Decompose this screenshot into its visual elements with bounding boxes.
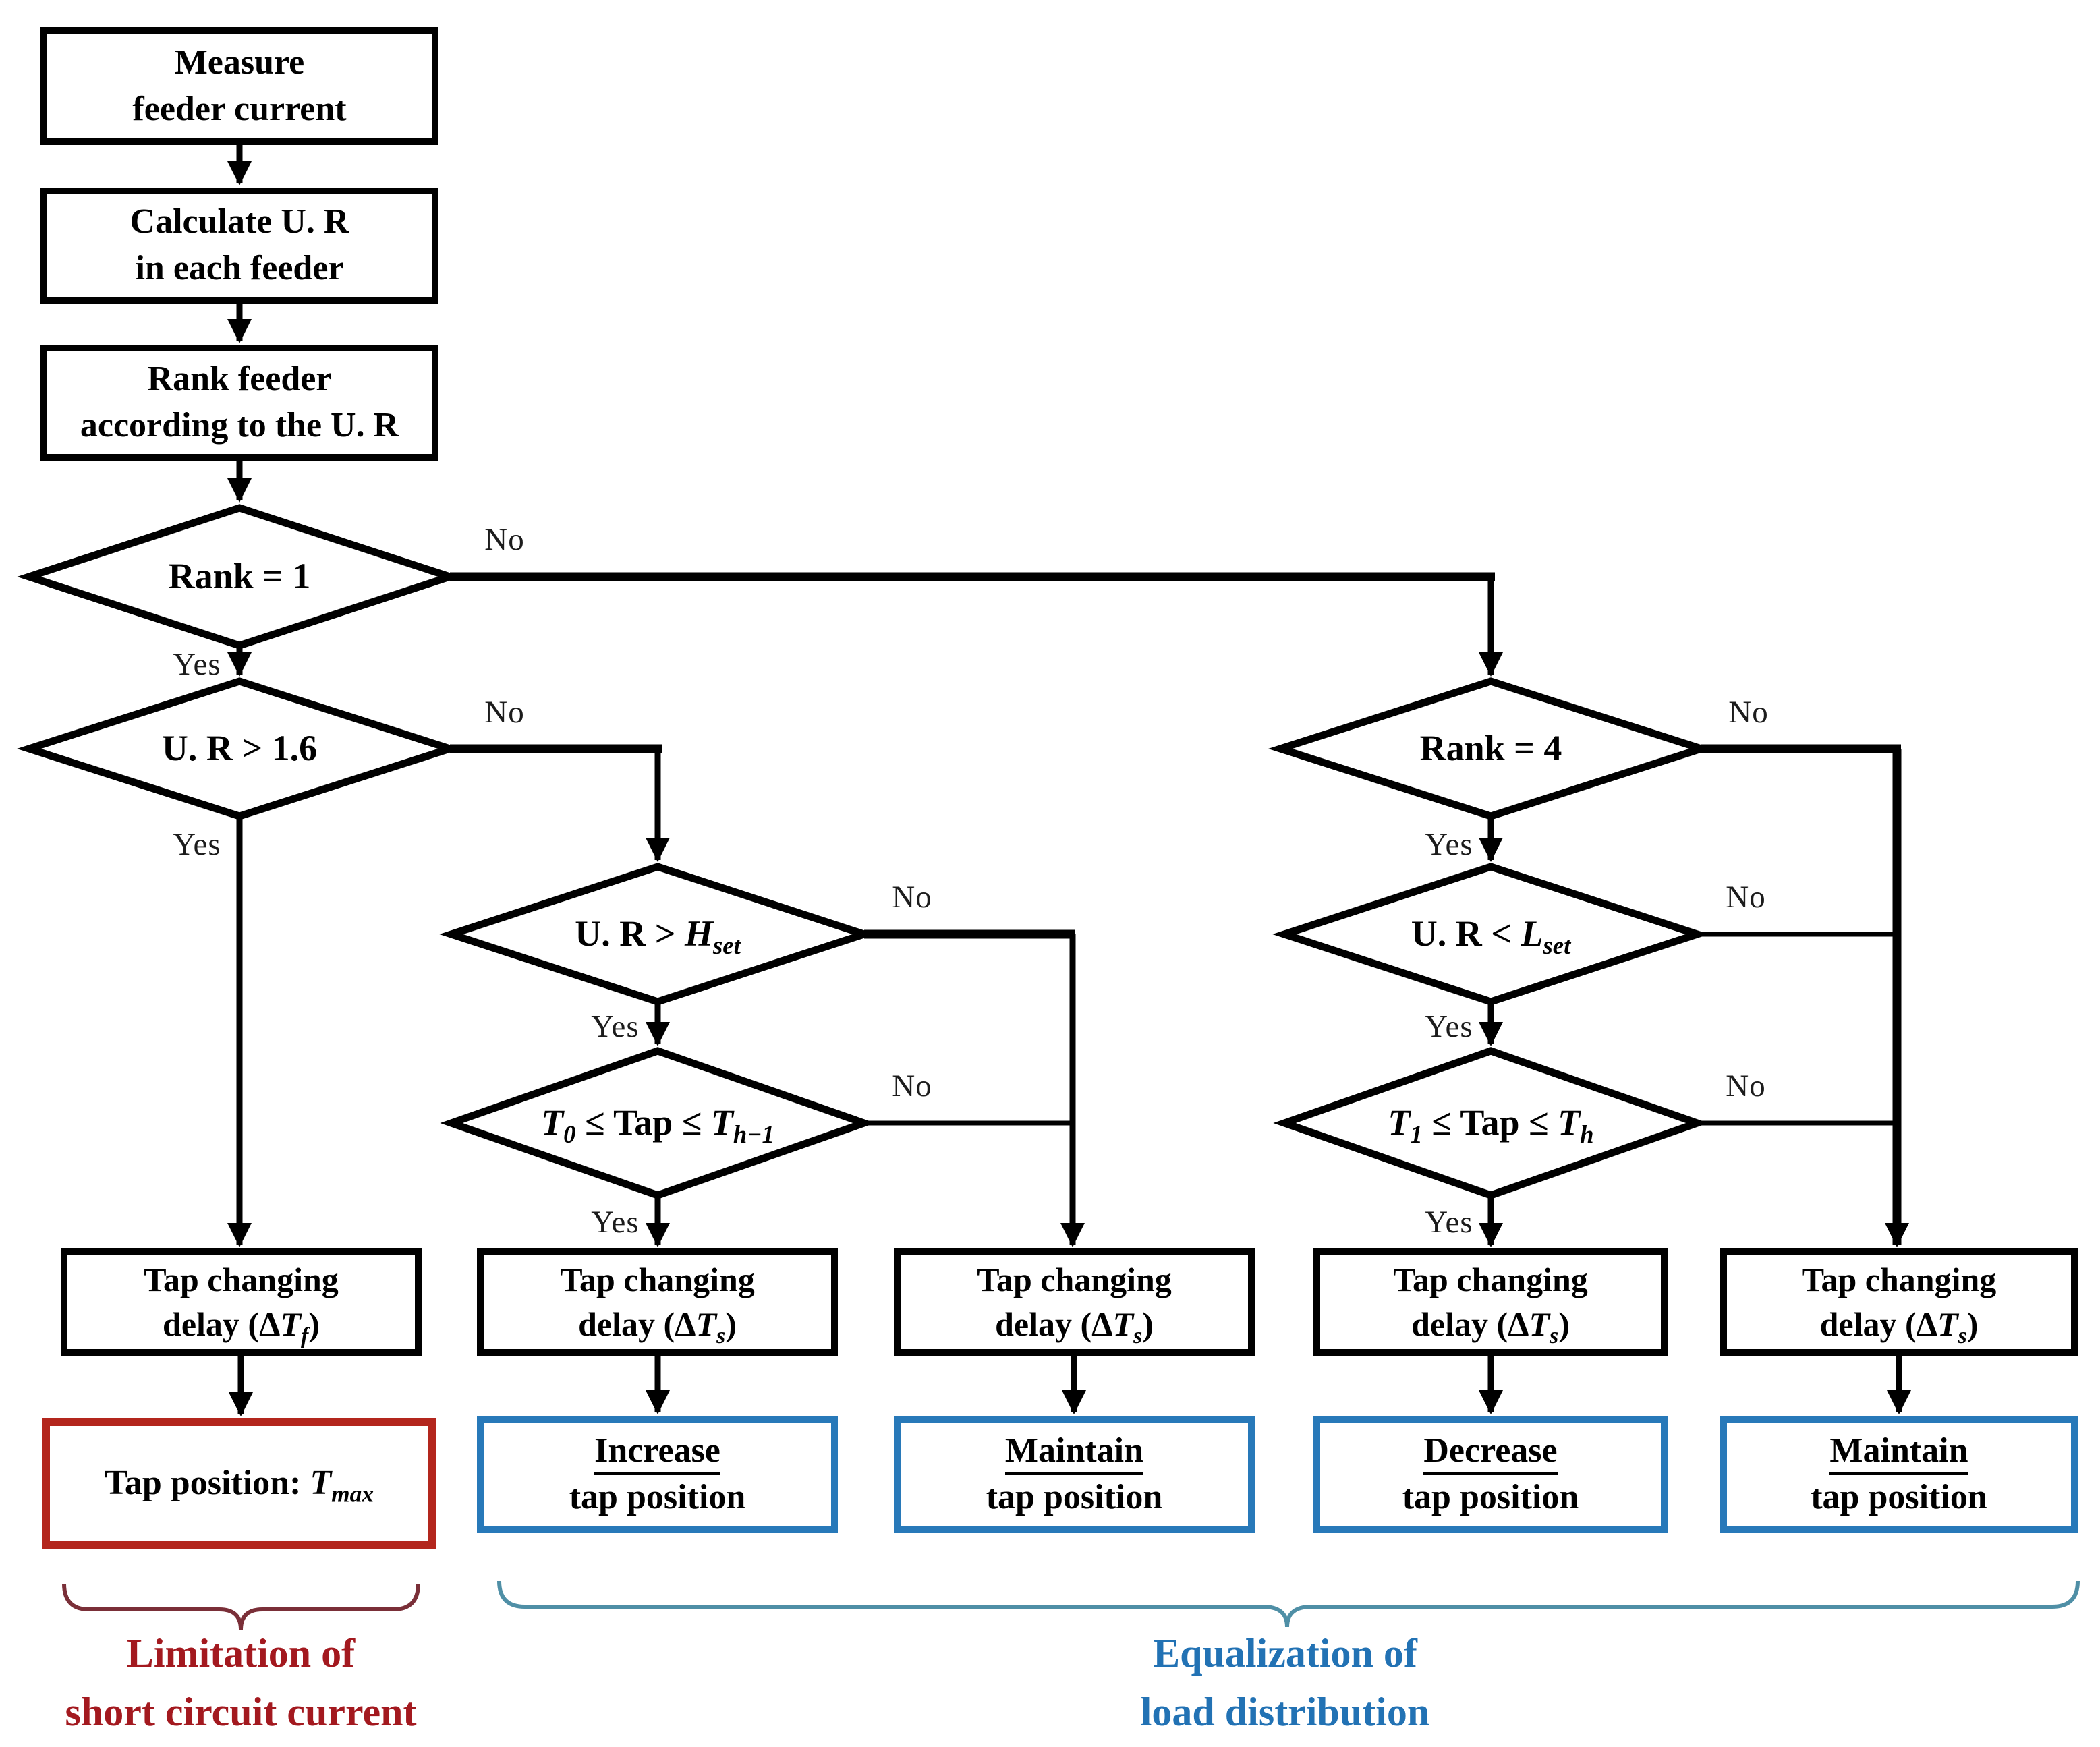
outcome-text-increase: Increase tap position [569, 1431, 746, 1516]
branch-label-rank1-yes: Yes [173, 647, 221, 682]
decision-text-t0-tap: T0 ≤ Tap ≤ Th−1 [541, 1102, 774, 1149]
branch-label-rank1-no: No [484, 522, 525, 557]
decision-diamond-t1-tap [1273, 1047, 1709, 1199]
outcome-text-maintain-1: Maintain tap position [986, 1431, 1163, 1516]
branch-label-hset-no: No [892, 880, 932, 915]
process-box-calculate-ur [40, 188, 438, 304]
process-text-calculate: Calculate U. R in each feeder [130, 202, 349, 287]
outcome-text-maintain-2: Maintain tap position [1811, 1431, 1987, 1516]
branch-label-t0-yes: Yes [591, 1205, 640, 1240]
process-box-delay-ts-4 [1720, 1248, 2078, 1356]
decision-diamond-t0-tap [440, 1047, 876, 1199]
decision-diamond-hset [439, 863, 876, 1006]
branch-label-lset-yes: Yes [1425, 1009, 1473, 1044]
branch-label-ur16-no: No [484, 695, 525, 730]
brace-limitation-short-circuit [62, 1583, 420, 1630]
process-box-delay-ts-3 [1313, 1248, 1668, 1356]
branch-label-hset-yes: Yes [591, 1009, 640, 1044]
delay-text-ts-1: Tap changing delay (ΔTs) [560, 1261, 755, 1348]
branch-label-rank4-yes: Yes [1425, 827, 1473, 862]
decision-text-rank4: Rank = 4 [1419, 728, 1562, 769]
brace-equalization-load [497, 1580, 2080, 1628]
process-box-measure-feeder-current [40, 27, 438, 145]
decision-text-t1-tap: T1 ≤ Tap ≤ Th [1388, 1102, 1594, 1149]
outcome-text-tmax: Tap position: Tmax [104, 1463, 374, 1508]
delay-text-tf: Tap changing delay (ΔTf) [144, 1261, 339, 1348]
branch-label-lset-no: No [1726, 880, 1766, 915]
delay-text-ts-3: Tap changing delay (ΔTs) [1393, 1261, 1588, 1348]
outcome-box-maintain-tap-1 [894, 1416, 1255, 1533]
caption-limitation-short-circuit: Limitation of short circuit current [65, 1631, 417, 1734]
decision-diamond-rank1 [17, 504, 462, 650]
delay-text-ts-2: Tap changing delay (ΔTs) [977, 1261, 1172, 1348]
outcome-box-tap-position-tmax [42, 1418, 436, 1549]
caption-equalization-load: Equalization of load distribution [1140, 1631, 1430, 1734]
branch-label-t0-no: No [892, 1068, 932, 1104]
branch-label-t1-no: No [1726, 1068, 1766, 1104]
process-box-delay-ts-2 [894, 1248, 1255, 1356]
decision-text-lset: U. R < Lset [1411, 913, 1571, 960]
branch-label-ur16-yes: Yes [173, 827, 221, 862]
outcome-box-maintain-tap-2 [1720, 1416, 2078, 1533]
decision-text-hset: U. R > Hset [575, 913, 741, 960]
outcome-text-decrease: Decrease tap position [1402, 1431, 1579, 1516]
process-text-measure: Measure feeder current [132, 42, 347, 128]
outcome-box-decrease-tap [1313, 1416, 1668, 1533]
delay-text-ts-4: Tap changing delay (ΔTs) [1801, 1261, 1997, 1348]
process-text-rank: Rank feeder according to the U. R [80, 360, 399, 445]
decision-text-rank1: Rank = 1 [168, 556, 311, 597]
process-box-delay-ts-1 [477, 1248, 838, 1356]
branch-label-t1-yes: Yes [1425, 1205, 1473, 1240]
process-box-delay-tf [61, 1248, 422, 1356]
decision-diamond-lset [1272, 863, 1709, 1006]
outcome-box-increase-tap [477, 1416, 838, 1533]
process-box-rank-feeder [40, 345, 438, 461]
decision-diamond-ur16 [16, 677, 463, 820]
decision-text-ur16: U. R > 1.6 [161, 728, 318, 769]
branch-label-rank4-no: No [1728, 695, 1769, 730]
decision-diamond-rank4 [1268, 677, 1714, 820]
